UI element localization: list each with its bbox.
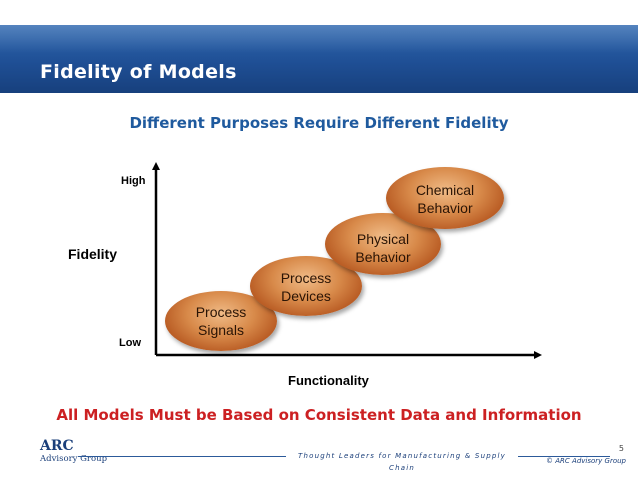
slide-title: Fidelity of Models bbox=[40, 61, 237, 83]
y-axis-label: Fidelity bbox=[68, 246, 118, 262]
logo-text: ARC bbox=[40, 438, 74, 454]
stage-label-physical-behavior: Physical Behavior bbox=[355, 231, 411, 265]
footer-message: All Models Must be Based on Consistent D… bbox=[56, 406, 582, 424]
copyright-notice: © ARC Advisory Group bbox=[546, 457, 626, 465]
arc-logo: ARC Advisory Group bbox=[40, 438, 107, 464]
stage-label-process-signals: Process Signals bbox=[195, 304, 247, 338]
stage-label-process-devices: Process Devices bbox=[280, 270, 332, 304]
title-banner: Fidelity of Models bbox=[0, 25, 638, 93]
stage-label-chemical-behavior: Chemical Behavior bbox=[415, 182, 475, 216]
footer-tagline: Thought Leaders for Manufacturing & Supp… bbox=[286, 450, 518, 472]
y-axis-low-label: Low bbox=[119, 337, 141, 349]
stage-ellipse-chemical-behavior bbox=[386, 167, 504, 229]
y-axis-high-label: High bbox=[121, 175, 146, 187]
page-number: 5 bbox=[618, 444, 624, 453]
x-axis-label: Functionality bbox=[288, 373, 369, 388]
logo-subtext: Advisory Group bbox=[40, 454, 108, 464]
banner-highlight bbox=[0, 25, 638, 53]
slide-subtitle: Different Purposes Require Different Fid… bbox=[129, 114, 509, 132]
